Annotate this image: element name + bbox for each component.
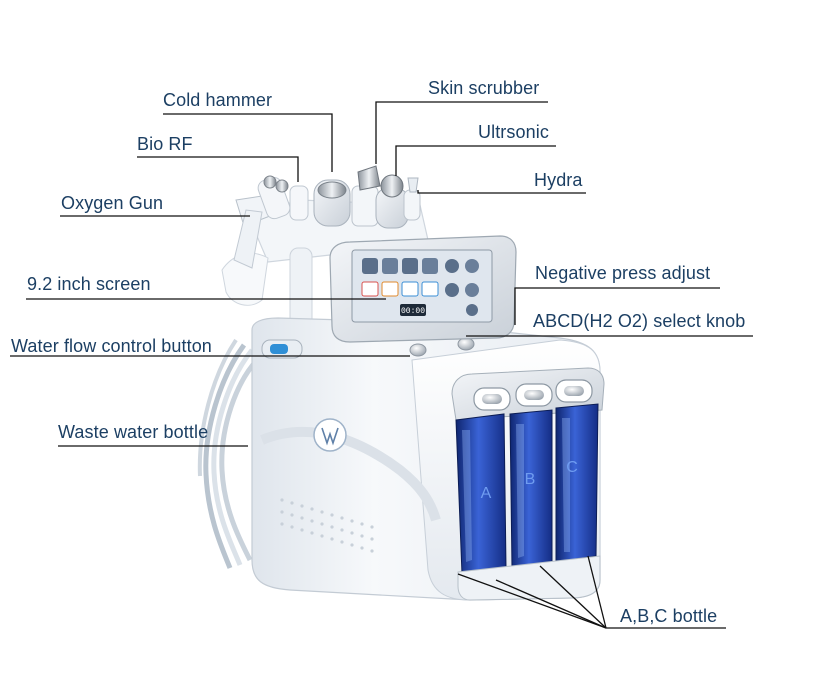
bottle-b-letter: B xyxy=(525,471,536,488)
label-cold-hammer: Cold hammer xyxy=(163,90,273,110)
label-water-flow-control-button: Water flow control button xyxy=(11,336,212,356)
leader-lines xyxy=(10,101,753,629)
bottle-a-letter: A xyxy=(481,485,492,502)
label-9-2-inch-screen: 9.2 inch screen xyxy=(27,274,151,294)
label-select-knob: ABCD(H2 O2) select knob xyxy=(533,311,746,331)
screen-readout: 00:00 xyxy=(401,307,425,316)
label-waste-water-bottle: Waste water bottle xyxy=(58,422,209,442)
handpieces xyxy=(233,165,421,269)
label-ultrsonic: Ultrsonic xyxy=(478,122,549,142)
label-abc-bottle: A,B,C bottle xyxy=(620,606,718,626)
bottle-rack: A B C xyxy=(451,367,605,601)
hoses xyxy=(197,338,264,569)
label-hydra: Hydra xyxy=(534,170,583,190)
label-oxygen-gun: Oxygen Gun xyxy=(61,193,164,213)
label-bio-rf: Bio RF xyxy=(137,134,193,154)
label-skin-scrubber: Skin scrubber xyxy=(428,78,540,98)
label-negative-press-adjust: Negative press adjust xyxy=(535,263,711,283)
bottle-c-letter: C xyxy=(566,459,578,476)
touch-screen: 00:00 xyxy=(329,235,517,343)
